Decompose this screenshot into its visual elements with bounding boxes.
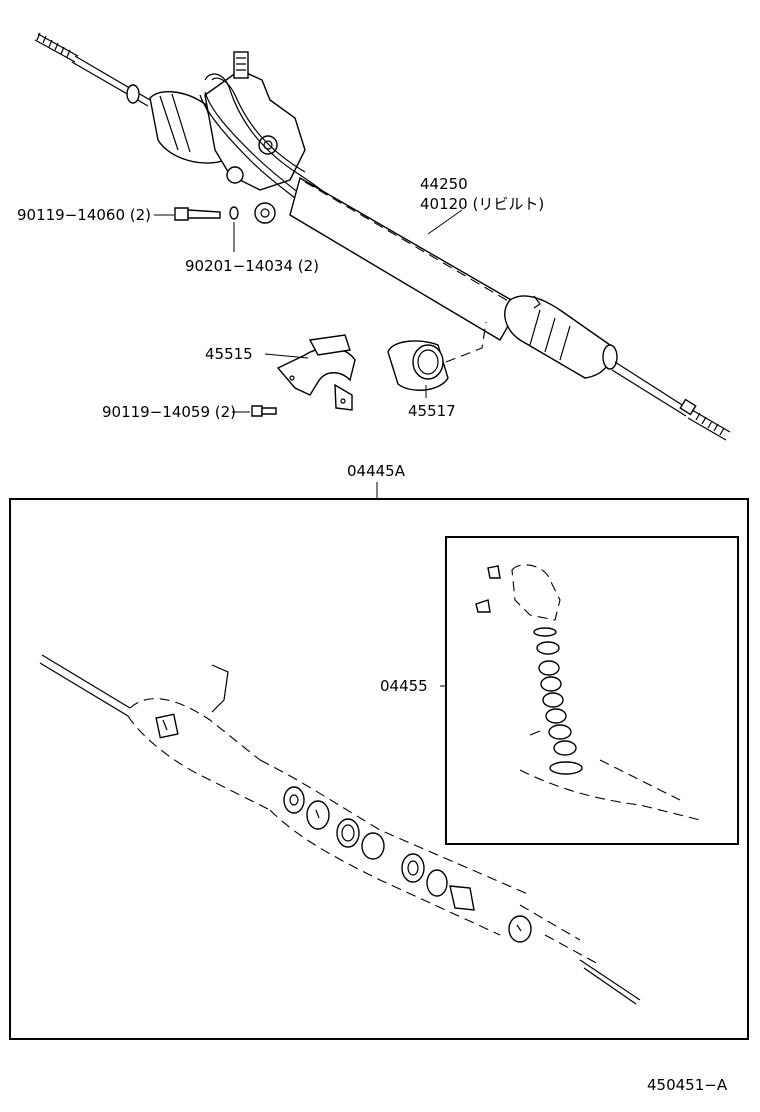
rack-bushing-grommet: [387, 321, 487, 391]
label-04445A: 04445A: [347, 462, 405, 480]
steering-rack-assembly: [34, 32, 731, 441]
label-90201-14034: 90201−14034 (2): [185, 257, 320, 275]
label-44250: 44250: [420, 175, 468, 193]
valve-kit-frame: [445, 536, 739, 845]
right-bellows-boot: [504, 295, 618, 379]
label-90119-14060: 90119−14060 (2): [17, 206, 152, 224]
illustration-number: 450451−A: [647, 1076, 728, 1094]
rack-outline: [39, 654, 641, 1005]
mounting-bolt-and-washer: [174, 206, 239, 221]
label-04455: 04455: [380, 677, 428, 695]
top-leader-lines: [154, 209, 463, 413]
gasket-kit-section: [9, 482, 749, 1040]
label-40120: 40120 (リビルト): [420, 195, 545, 213]
rack-mounting-bracket: [251, 334, 356, 417]
valve-body-seal-set: [475, 564, 701, 821]
rack-housing-tube: [289, 176, 521, 341]
kit-outer-frame: [9, 498, 749, 1040]
pinion-valve-body: [204, 51, 306, 224]
label-45517: 45517: [408, 402, 456, 420]
rack-seal-set: [283, 786, 532, 943]
left-tie-rod: [34, 32, 151, 107]
label-45515: 45515: [205, 345, 253, 363]
label-90119-14059: 90119−14059 (2): [102, 403, 237, 421]
right-tie-rod: [611, 361, 731, 441]
